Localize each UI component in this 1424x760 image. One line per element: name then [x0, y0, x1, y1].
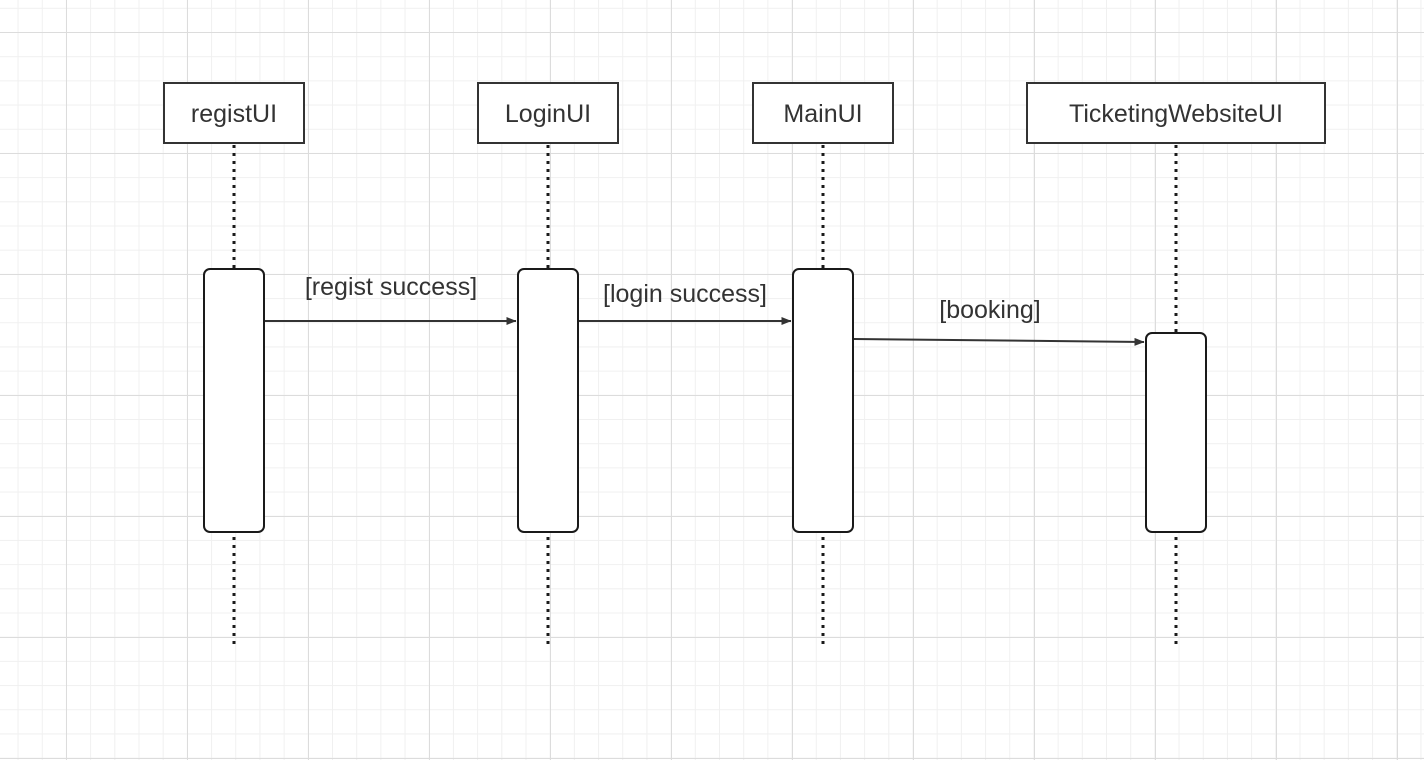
participant-label: registUI: [191, 100, 277, 128]
activation-bar-main[interactable]: [792, 268, 854, 533]
participant-label: TicketingWebsiteUI: [1069, 100, 1283, 128]
participant-regist[interactable]: registUI: [163, 82, 305, 144]
activation-bar-regist[interactable]: [203, 268, 265, 533]
participant-box: [1026, 82, 1326, 144]
activation-bar-ticketing[interactable]: [1145, 332, 1207, 533]
message-label: [booking]: [939, 296, 1040, 324]
participant-box: [477, 82, 619, 144]
message-arrow: [853, 337, 1145, 346]
participant-label: MainUI: [783, 100, 862, 128]
message-label: [login success]: [603, 280, 767, 308]
activation-bar-login[interactable]: [517, 268, 579, 533]
message-label: [regist success]: [305, 273, 477, 301]
message-login-success[interactable]: [login success]: [579, 280, 792, 325]
participant-label: LoginUI: [505, 100, 591, 128]
participant-ticketing[interactable]: TicketingWebsiteUI: [1026, 82, 1326, 144]
participant-login[interactable]: LoginUI: [477, 82, 619, 144]
participant-main[interactable]: MainUI: [752, 82, 894, 144]
message-booking[interactable]: [booking]: [853, 296, 1145, 346]
participant-box: [163, 82, 305, 144]
message-regist-success[interactable]: [regist success]: [265, 273, 517, 325]
participant-box: [752, 82, 894, 144]
